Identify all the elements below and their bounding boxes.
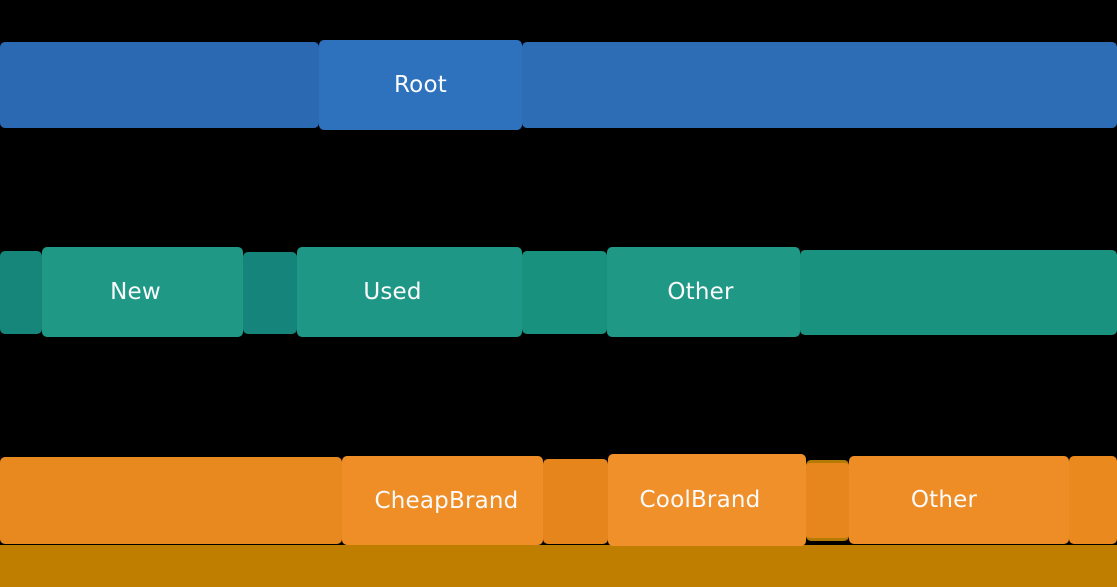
tree-node-segment[interactable] bbox=[0, 251, 42, 334]
tree-node-label: Root bbox=[394, 72, 447, 98]
tree-node-label: Other bbox=[910, 487, 978, 513]
tree-node-used[interactable]: Used bbox=[297, 247, 522, 337]
tree-node-label: CheapBrand bbox=[374, 487, 519, 514]
tree-node-segment[interactable] bbox=[0, 457, 342, 544]
tree-node-segment[interactable] bbox=[800, 250, 1117, 335]
tree-node-segment[interactable] bbox=[522, 251, 607, 334]
tree-node-label: Used bbox=[363, 279, 422, 305]
tree-node-coolbrand[interactable]: CoolBrand bbox=[608, 454, 806, 546]
tree-node-segment[interactable] bbox=[1069, 456, 1117, 544]
tree-node-other[interactable]: Other bbox=[849, 456, 1069, 544]
tree-node-cheapbrand[interactable]: CheapBrand bbox=[342, 456, 543, 545]
tree-node-root[interactable]: Root bbox=[319, 40, 522, 130]
tree-node-segment[interactable] bbox=[243, 252, 297, 334]
tree-node-label: Other bbox=[667, 279, 734, 305]
tree-node-segment[interactable] bbox=[0, 42, 319, 128]
tree-node-label: New bbox=[110, 279, 161, 305]
tree-node-segment[interactable] bbox=[806, 460, 849, 541]
tree-node-other[interactable]: Other bbox=[607, 247, 800, 337]
tree-node-new[interactable]: New bbox=[42, 247, 243, 337]
tree-node-segment[interactable] bbox=[522, 42, 1117, 128]
tree-level-band[interactable] bbox=[0, 545, 1117, 587]
tree-node-segment[interactable] bbox=[543, 459, 608, 544]
tree-node-label: CoolBrand bbox=[639, 487, 761, 513]
